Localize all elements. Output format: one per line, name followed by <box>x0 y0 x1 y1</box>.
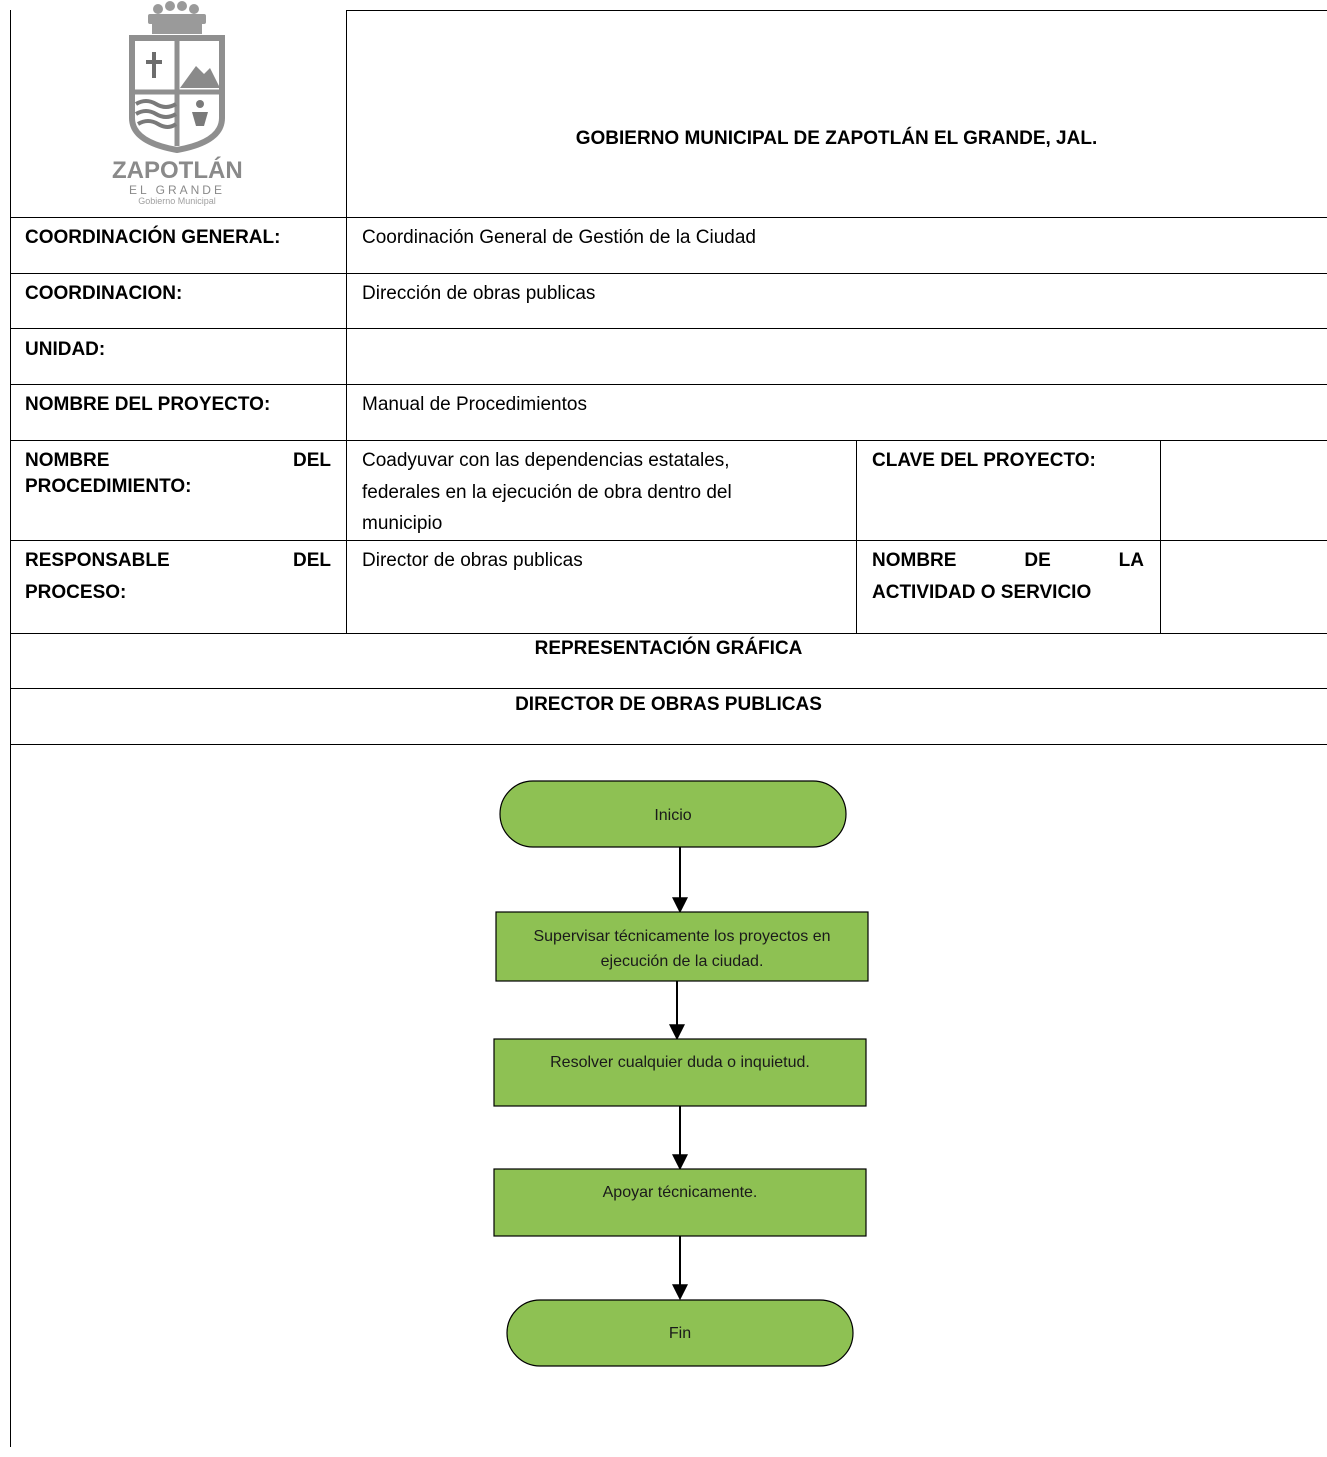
process-step-supervisar <box>495 911 869 982</box>
start-terminator <box>499 780 847 848</box>
coordinacion-value: Dirección de obras publicas <box>362 283 596 304</box>
nombre-proyecto-label: NOMBRE DEL PROYECTO: <box>25 394 271 415</box>
label-word: NOMBRE <box>872 550 957 571</box>
row-divider <box>10 273 1327 274</box>
responsable-value: Director de obras publicas <box>362 550 583 571</box>
clave-proyecto-label: CLAVE DEL PROYECTO: <box>872 450 1096 471</box>
coat-of-arms-icon <box>129 1 225 154</box>
end-label: Fin <box>669 1325 691 1342</box>
row-divider <box>10 744 1327 745</box>
process-step-supervisar-line1: Supervisar técnicamente los proyectos en <box>533 928 830 945</box>
table-top-border <box>346 10 1327 11</box>
start-label: Inicio <box>654 807 691 824</box>
nombre-procedimiento-value-line1: Coadyuvar con las dependencias estatales… <box>362 450 730 471</box>
row-divider <box>10 540 1327 541</box>
process-step-resolver <box>493 1038 867 1107</box>
nombre-procedimiento-label-line1: NOMBRE DEL <box>25 449 331 473</box>
nombre-procedimiento-value-line3: municipio <box>362 513 443 534</box>
actividad-label-line2: ACTIVIDAD O SERVICIO <box>872 582 1092 603</box>
nombre-procedimiento-label-line2: PROCEDIMIENTO: <box>25 476 192 497</box>
row-divider <box>10 217 1327 218</box>
row-divider <box>10 328 1327 329</box>
process-step-supervisar-line2: ejecución de la ciudad. <box>601 953 764 970</box>
actividad-label-line1: NOMBRE DE LA <box>872 549 1144 573</box>
municipal-logo: ZAPOTLÁN EL GRANDE Gobierno Municipal <box>112 0 243 207</box>
section-title: REPRESENTACIÓN GRÁFICA <box>534 638 803 659</box>
nombre-procedimiento-value-line2: federales en la ejecución de obra dentro… <box>362 482 732 503</box>
label-word: NOMBRE <box>25 450 110 471</box>
label-word: LA <box>1118 550 1144 571</box>
row-divider <box>10 688 1327 689</box>
logo-wordmark: ZAPOTLÁN <box>112 157 243 184</box>
row-divider <box>10 384 1327 385</box>
table-column-divider-clave-value <box>1160 440 1161 633</box>
label-word: DEL <box>293 450 331 471</box>
logo-caption: Gobierno Municipal <box>138 196 216 206</box>
lane-title: DIRECTOR DE OBRAS PUBLICAS <box>515 694 822 715</box>
responsable-label-line2: PROCESO: <box>25 582 127 603</box>
process-step-resolver-label: Resolver cualquier duda o inquietud. <box>550 1054 810 1071</box>
coordinacion-general-value: Coordinación General de Gestión de la Ci… <box>362 227 756 248</box>
end-terminator <box>506 1299 854 1367</box>
label-word: RESPONSABLE <box>25 550 170 571</box>
responsable-label-line1: RESPONSABLE DEL <box>25 549 331 573</box>
table-left-border <box>10 10 11 1447</box>
table-column-divider-clave <box>856 440 857 633</box>
logo-subtitle: EL GRANDE <box>129 183 225 197</box>
coordinacion-general-label: COORDINACIÓN GENERAL: <box>25 227 281 248</box>
coordinacion-label: COORDINACION: <box>25 283 183 304</box>
unidad-label: UNIDAD: <box>25 339 106 360</box>
label-word: DE <box>1024 550 1051 571</box>
label-word: DEL <box>293 550 331 571</box>
row-divider <box>10 440 1327 441</box>
process-step-apoyar-label: Apoyar técnicamente. <box>603 1184 758 1201</box>
process-step-apoyar <box>493 1168 867 1237</box>
row-divider <box>10 633 1327 634</box>
document-title: GOBIERNO MUNICIPAL DE ZAPOTLÁN EL GRANDE… <box>575 128 1098 149</box>
table-column-divider <box>346 10 347 633</box>
nombre-proyecto-value: Manual de Procedimientos <box>362 394 587 415</box>
